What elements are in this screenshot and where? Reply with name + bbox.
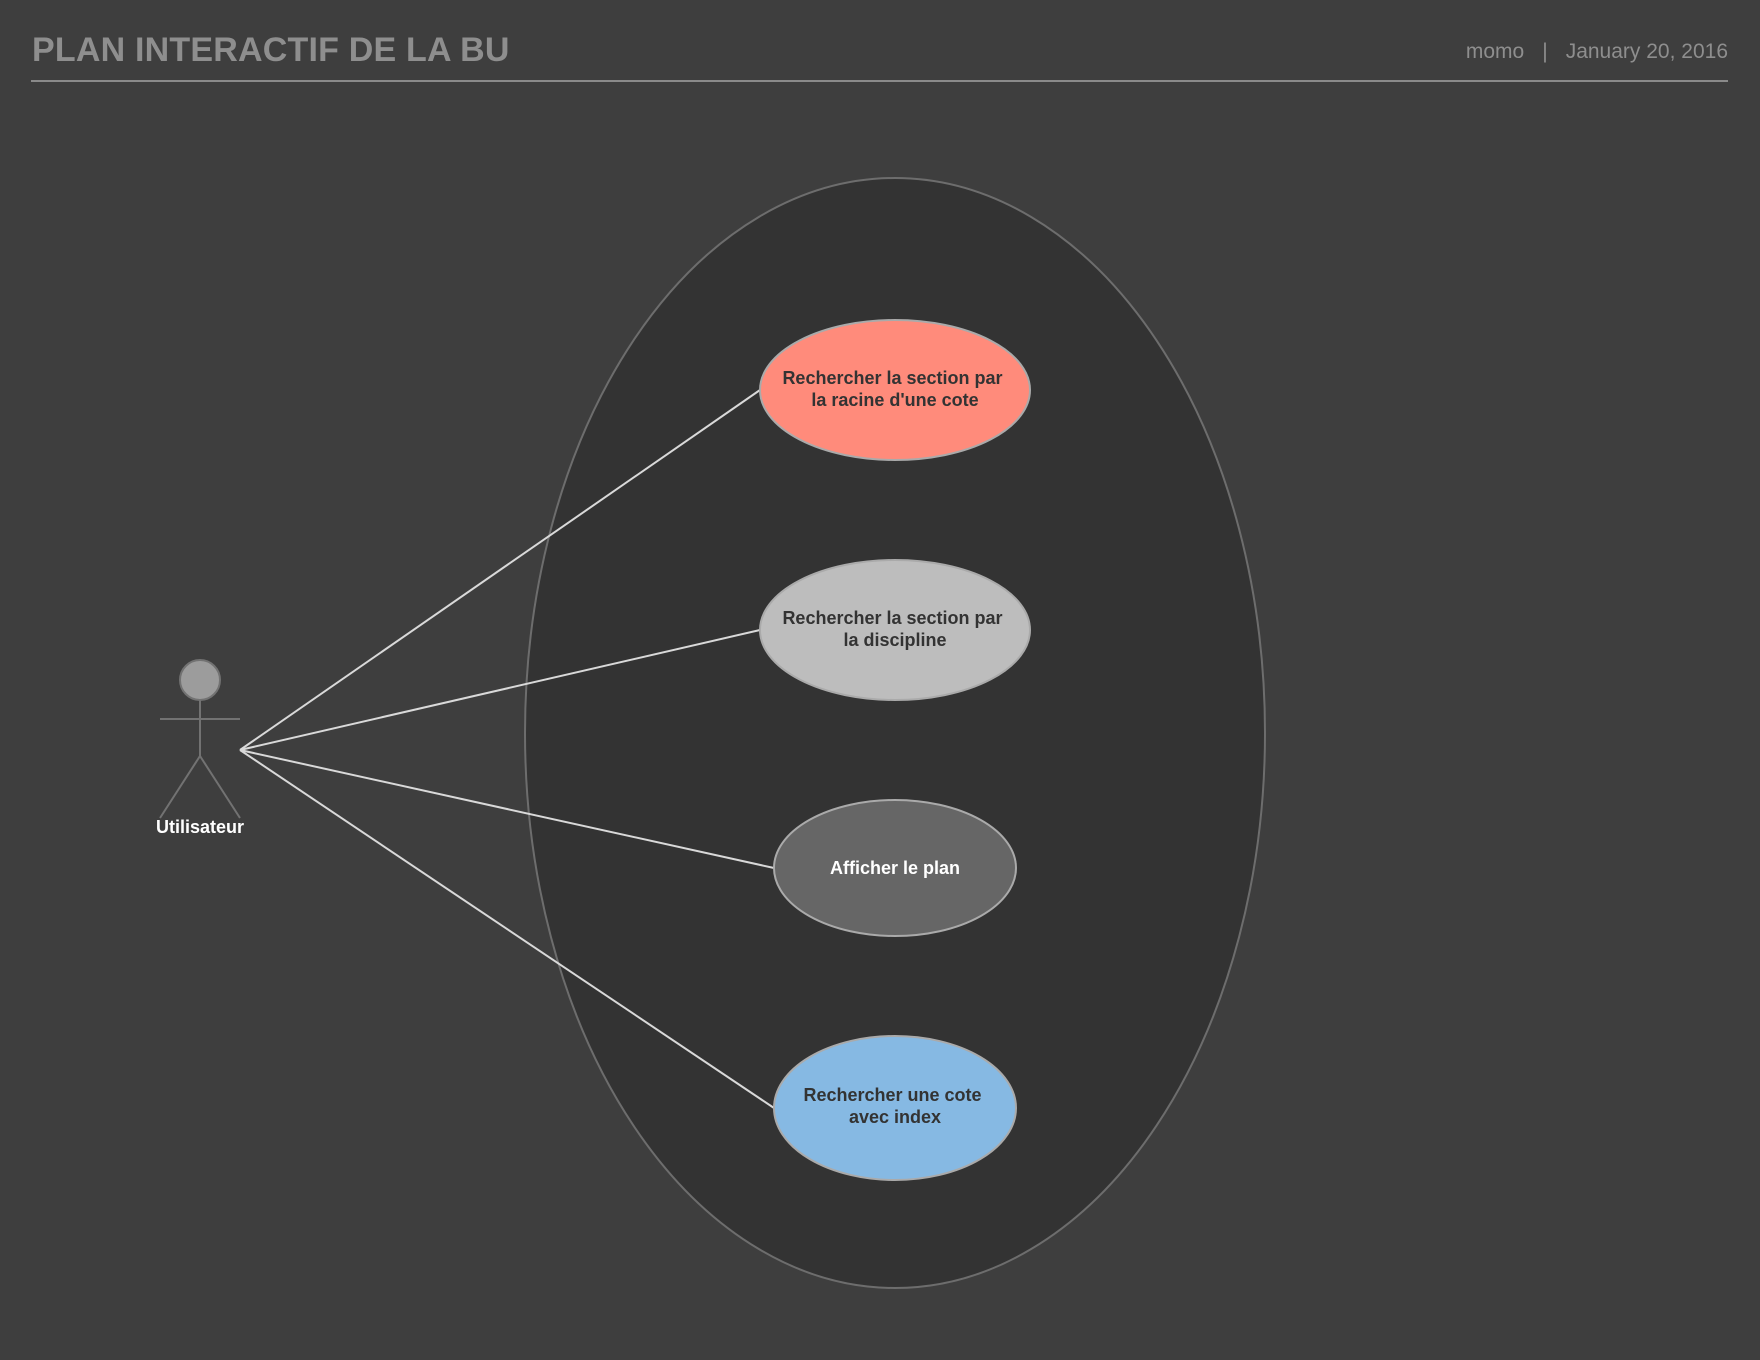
use-case-label-line: avec index [849, 1107, 941, 1127]
author-name: momo [1465, 40, 1525, 63]
use-case-label: Rechercher la section par la discipline [782, 608, 1007, 650]
associations [239, 389, 775, 1109]
stick-figure-icon [159, 659, 241, 819]
use-case-label: Afficher le plan [830, 858, 960, 878]
actor-utilisateur[interactable]: Utilisateur [156, 659, 244, 837]
association-line [239, 749, 775, 869]
use-case-show-plan[interactable]: Afficher le plan [773, 799, 1017, 937]
use-case-ellipse [773, 799, 1017, 937]
use-case-ellipse [759, 559, 1031, 701]
header-separator: | [1542, 40, 1548, 63]
use-case-search-call-number-with-index[interactable]: Rechercher une cote avec index [773, 1035, 1017, 1181]
page-title: PLAN INTERACTIF DE LA BU [32, 31, 510, 69]
document-date: January 20, 2016 [1565, 40, 1728, 63]
use-case-search-by-discipline[interactable]: Rechercher la section par la discipline [759, 559, 1031, 701]
page-header: PLAN INTERACTIF DE LA BU momo | January 20… [31, 28, 1728, 82]
use-case-search-by-call-number-root[interactable]: Rechercher la section par la racine d'un… [759, 319, 1031, 461]
use-case-label: Rechercher une cote avec index [803, 1085, 986, 1127]
association-line [239, 749, 775, 1109]
use-case-label-line: la racine d'une cote [811, 390, 978, 410]
use-case-ellipse [759, 319, 1031, 461]
header-meta: momo | January 20, 2016 [1466, 40, 1728, 64]
association-line [239, 629, 761, 751]
use-case-label-line: Rechercher la section par [782, 368, 1002, 388]
use-case-label-line: Rechercher une cote [803, 1085, 981, 1105]
use-case-ellipse [773, 1035, 1017, 1181]
actor-label: Utilisateur [156, 817, 244, 837]
use-case-label-line: la discipline [843, 630, 946, 650]
use-case-label: Rechercher la section par la racine d'un… [782, 368, 1007, 410]
system-boundary [524, 177, 1266, 1289]
use-case-label-line: Rechercher la section par [782, 608, 1002, 628]
association-line [239, 389, 761, 751]
use-case-label-line: Afficher le plan [830, 858, 960, 878]
